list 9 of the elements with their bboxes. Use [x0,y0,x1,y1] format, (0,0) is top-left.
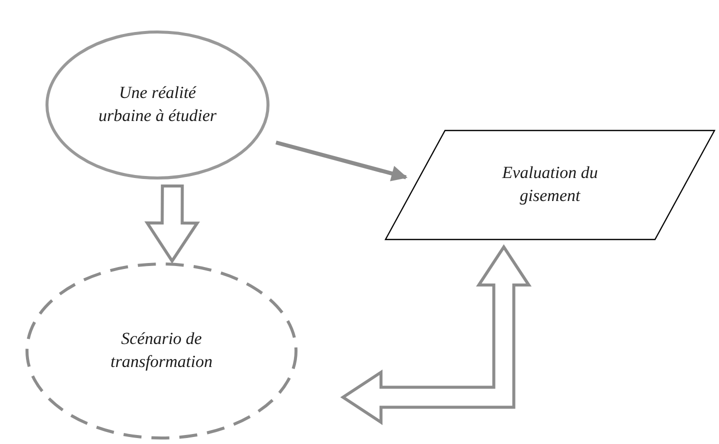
start-oval [45,30,270,180]
node-label: Scénario de transformation [109,328,214,373]
arrow [275,140,408,182]
node-label: Une réalité urbaine à étudier [97,82,218,127]
data-parallelogram [385,130,715,240]
hollow-arrow [144,184,200,264]
hollow-arrow [340,244,532,426]
dashed-oval [25,262,298,440]
node-label: Evaluation du gisement [501,162,599,207]
